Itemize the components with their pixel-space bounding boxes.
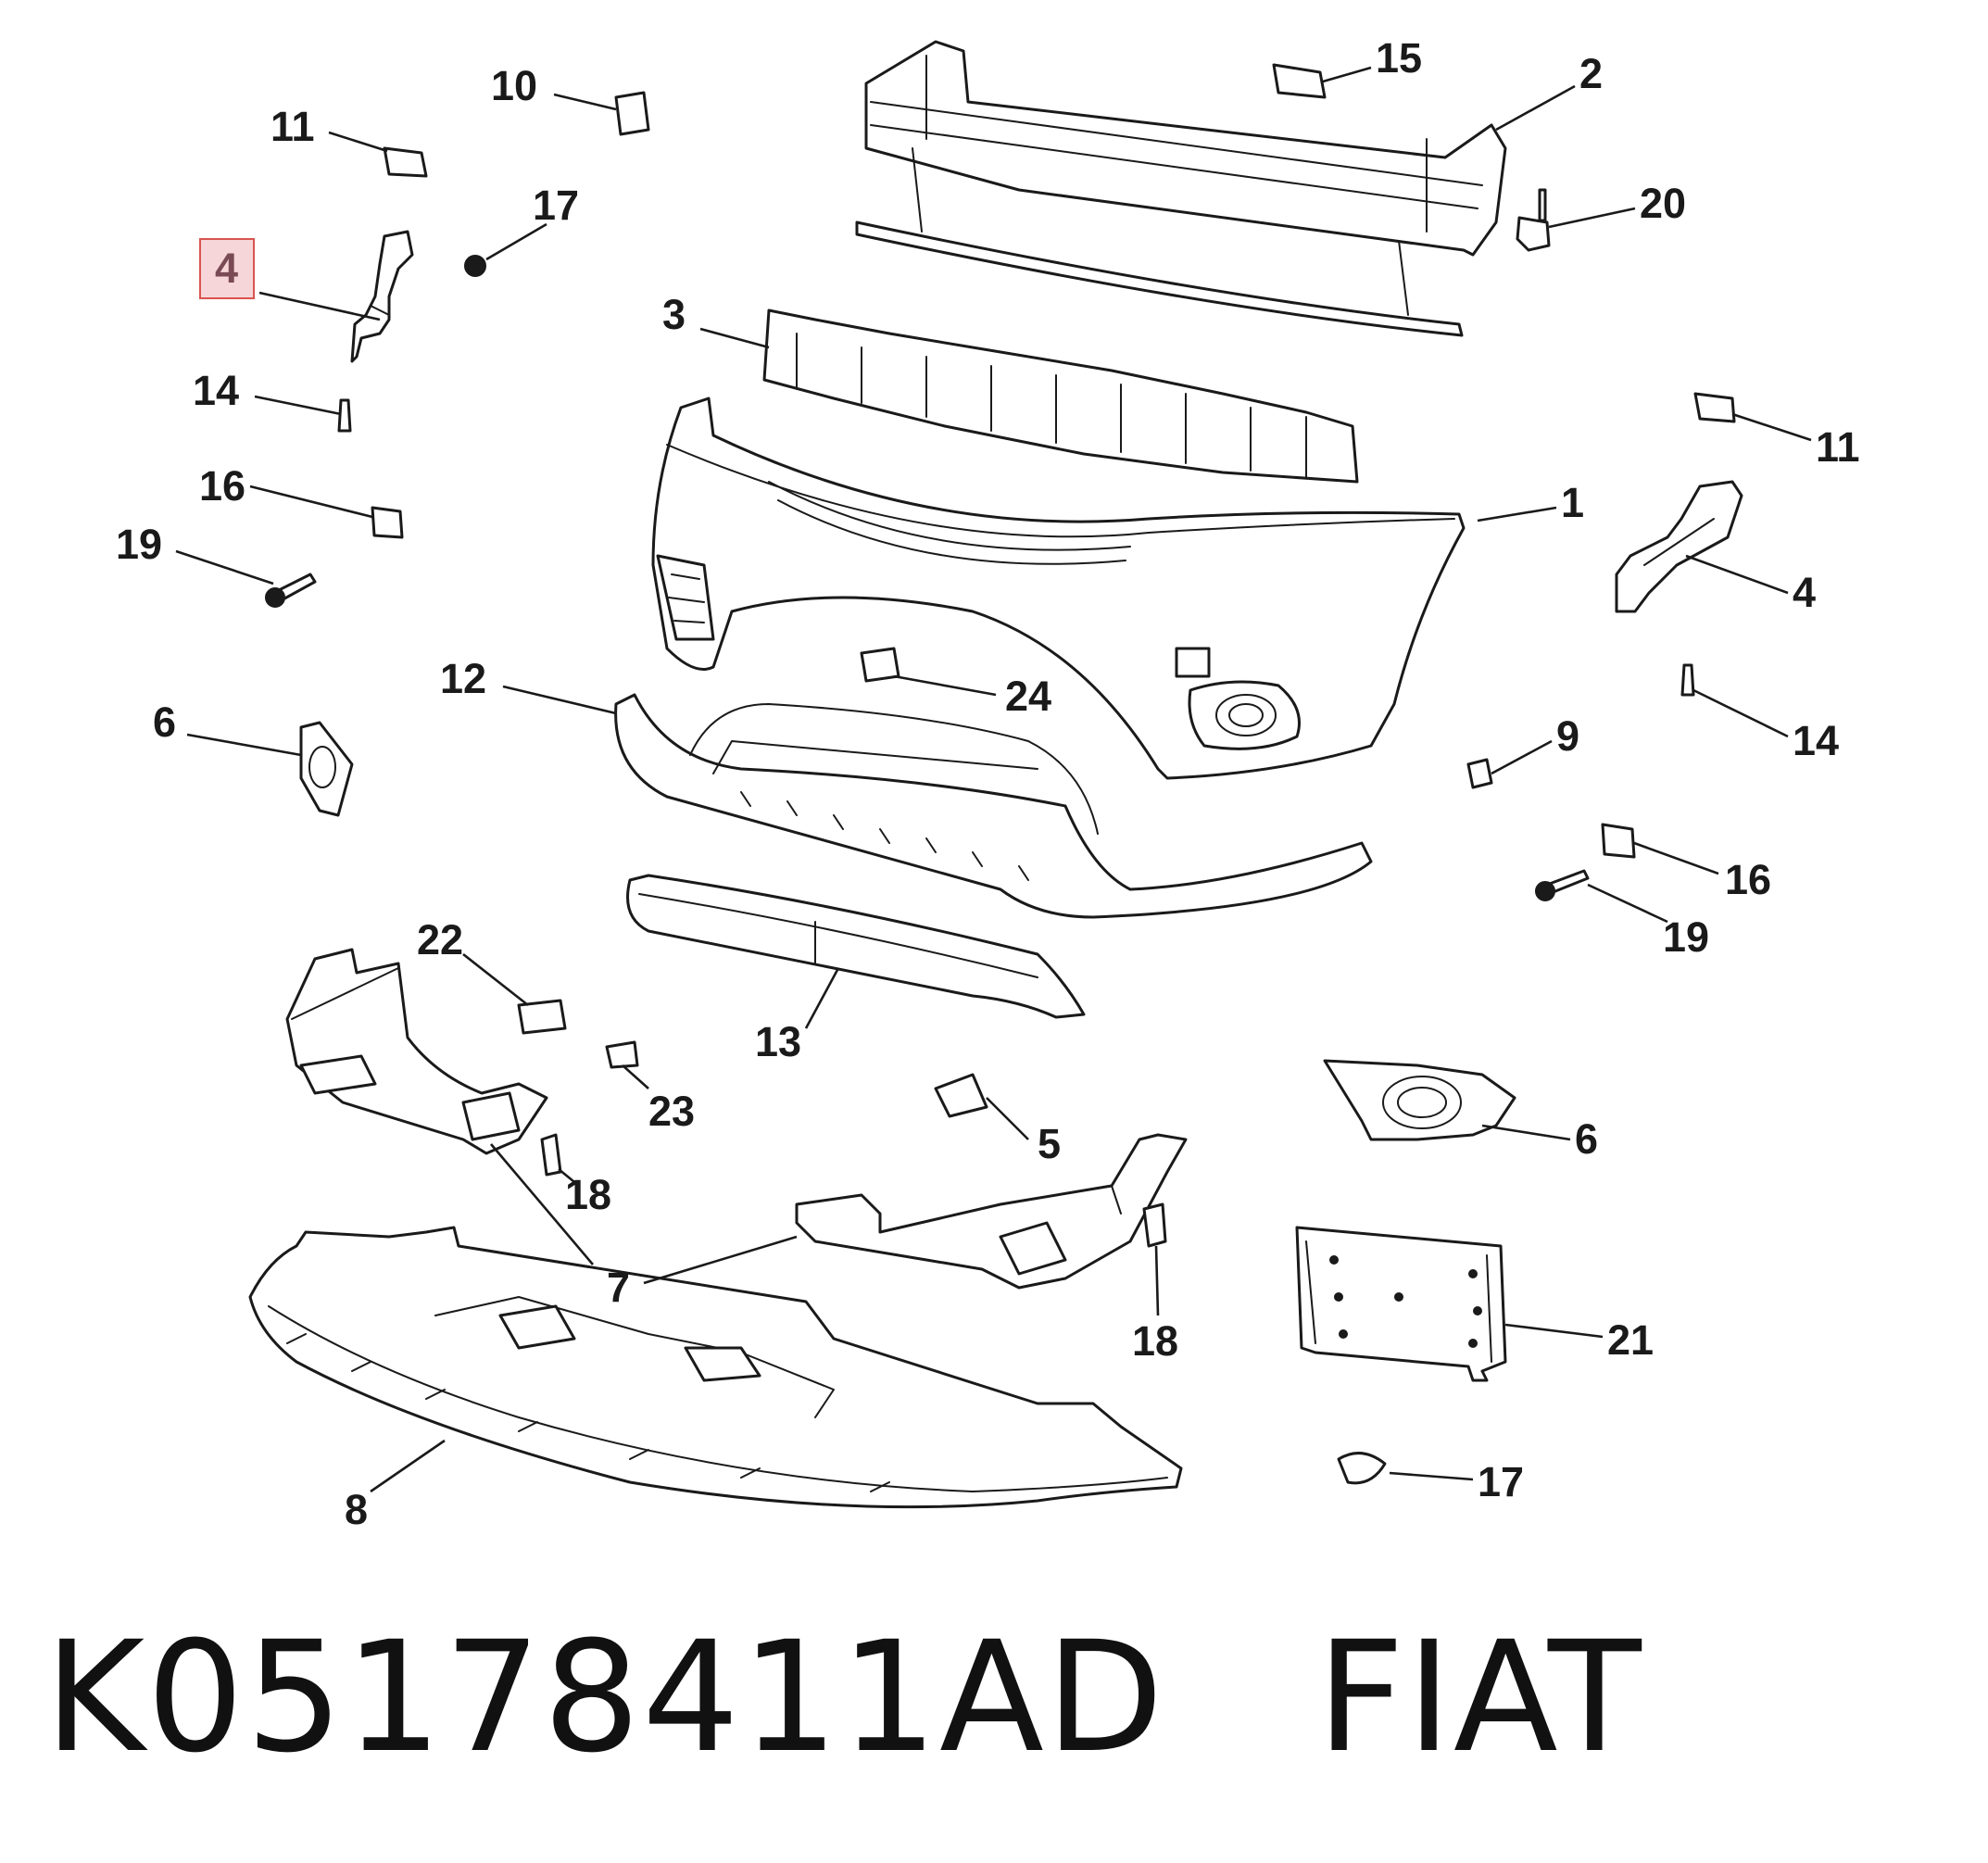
callout-22: 22 [417,916,463,963]
callout-8: 8 [345,1486,368,1533]
bumper-bracket-right-part [1615,480,1743,613]
callout-2: 2 [1579,50,1603,97]
callout-1: 1 [1561,479,1584,526]
callout-19-left: 19 [116,521,162,568]
license-plate-bracket-part [1295,1226,1507,1382]
callout-13: 13 [755,1018,801,1065]
lower-skid-plate-upper-part [614,693,1373,919]
energy-absorber-part [762,308,1359,484]
callout-17-right: 17 [1478,1458,1524,1505]
part-number-caption: K05178411AD FIAT [44,1621,1643,1774]
callout-4-highlighted[interactable]: 4 [215,245,238,292]
callout-3: 3 [662,291,686,338]
callout-21: 21 [1607,1316,1654,1364]
bumper-bracket-left-part [350,230,414,363]
callout-11-right: 11 [1816,423,1860,471]
fastener-parts [265,63,1736,1485]
callout-4: 4 [1793,569,1816,616]
callout-18-right: 18 [1132,1317,1178,1365]
callout-17-left: 17 [533,182,579,229]
callout-23: 23 [648,1088,695,1135]
callout-15: 15 [1376,34,1422,82]
callout-16-right: 16 [1725,856,1771,903]
bumper-fascia-part [651,397,1466,780]
callout-14-right: 14 [1793,717,1839,764]
splash-shield-part [248,1226,1183,1509]
callout-14-left: 14 [193,367,239,414]
callout-19-right: 19 [1663,913,1709,961]
callout-9: 9 [1556,712,1579,760]
callout-20: 20 [1640,180,1686,227]
callout-5: 5 [1038,1120,1061,1167]
callout-12: 12 [440,655,486,702]
callout-6-left: 6 [153,699,176,746]
fog-bezel-right-part [1323,1059,1516,1141]
callout-labels: 1 2 3 4 4 5 6 6 7 8 9 10 11 11 12 13 14 … [116,34,1860,1533]
callout-10: 10 [491,62,537,109]
reinforcement-beam-part [855,40,1507,337]
callout-7: 7 [607,1264,630,1311]
left-bracket-part [285,948,548,1155]
leader-lines [175,66,1812,1493]
brand-name: FIAT [1316,1608,1643,1786]
callout-6-right: 6 [1575,1115,1598,1163]
callout-24: 24 [1005,673,1051,720]
callout-16-left: 16 [199,462,245,510]
skid-plate-insert-part [626,874,1086,1019]
right-bracket-part [795,1133,1188,1290]
part-number: K05178411AD [44,1608,1165,1786]
callout-11-left: 11 [271,103,315,150]
callout-18-left: 18 [565,1171,611,1218]
fog-bezel-left-part [299,721,354,817]
callout-highlight-box [199,238,255,299]
